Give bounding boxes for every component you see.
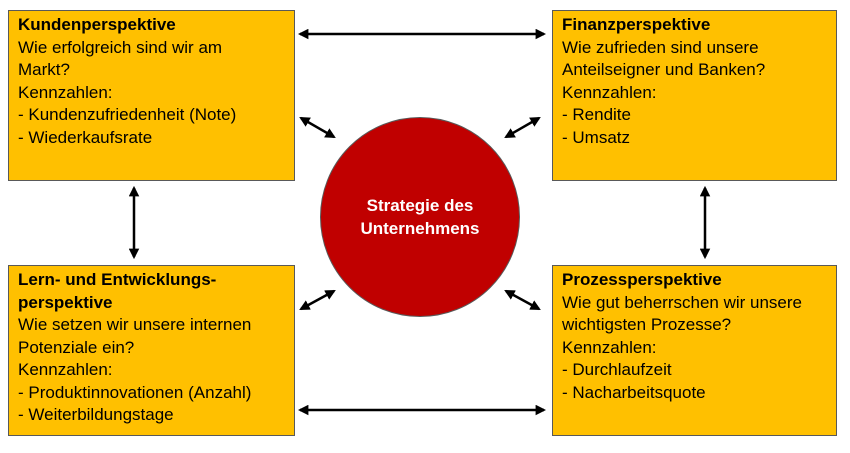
learning-kpi-1: - Produktinnovationen (Anzahl) [18, 382, 252, 402]
process-question-line-2: wichtigsten Prozesse? [562, 315, 732, 334]
process-title: Prozessperspektive [562, 270, 722, 289]
finance-kpi-1: - Rendite [562, 105, 631, 124]
process-kpi-2: - Nacharbeitsquote [562, 382, 706, 402]
customer-question-line-2: Markt? [18, 60, 70, 79]
arrow-diagonal-top-right [504, 116, 541, 139]
box-customer-perspective: Kundenperspektive Wie erfolgreich sind w… [8, 10, 295, 181]
arrow-diagonal-bottom-left [299, 289, 336, 311]
strategy-label-line-2: Unternehmens [360, 219, 480, 238]
box-learning-perspective: Lern- und Entwicklungs- perspektive Wie … [8, 265, 295, 436]
finance-question-line-1: Wie zufrieden sind unsere [562, 37, 759, 57]
customer-kpi-1: - Kundenzufriedenheit (Note) [18, 105, 237, 124]
customer-question-line-1: Wie erfolgreich sind wir am [18, 37, 223, 57]
customer-kpi-2: - Wiederkaufsrate [18, 127, 153, 147]
process-question-line-1: Wie gut beherrschen wir unsere [562, 292, 803, 312]
finance-kpi-heading: Kennzahlen: [562, 82, 657, 102]
learning-question-line-2: Potenziale ein? [18, 337, 135, 357]
customer-title: Kundenperspektive [18, 15, 176, 34]
learning-kpi-2: - Weiterbildungstage [18, 405, 174, 424]
arrow-diagonal-bottom-right [504, 289, 541, 311]
finance-question-line-2: Anteilseigner und Banken? [562, 60, 766, 79]
box-finance-perspective: Finanzperspektive Wie zufrieden sind uns… [552, 10, 837, 181]
strategy-circle: Strategie des Unternehmens [320, 117, 520, 317]
learning-question-line-1: Wie setzen wir unsere internen [18, 315, 252, 334]
learning-title-line-2: perspektive [18, 292, 113, 312]
process-kpi-heading: Kennzahlen: [562, 337, 657, 357]
strategy-label: Strategie des Unternehmens [360, 194, 479, 240]
learning-title-line-1: Lern- und Entwicklungs- [18, 270, 217, 289]
process-kpi-1: - Durchlaufzeit [562, 360, 672, 379]
finance-kpi-2: - Umsatz [562, 127, 630, 147]
learning-kpi-heading: Kennzahlen: [18, 360, 113, 379]
box-process-perspective: Prozessperspektive Wie gut beherrschen w… [552, 265, 837, 436]
arrow-diagonal-top-left [299, 116, 336, 139]
strategy-label-line-1: Strategie des [366, 196, 474, 215]
finance-title: Finanzperspektive [562, 15, 711, 34]
customer-kpi-heading: Kennzahlen: [18, 82, 113, 102]
